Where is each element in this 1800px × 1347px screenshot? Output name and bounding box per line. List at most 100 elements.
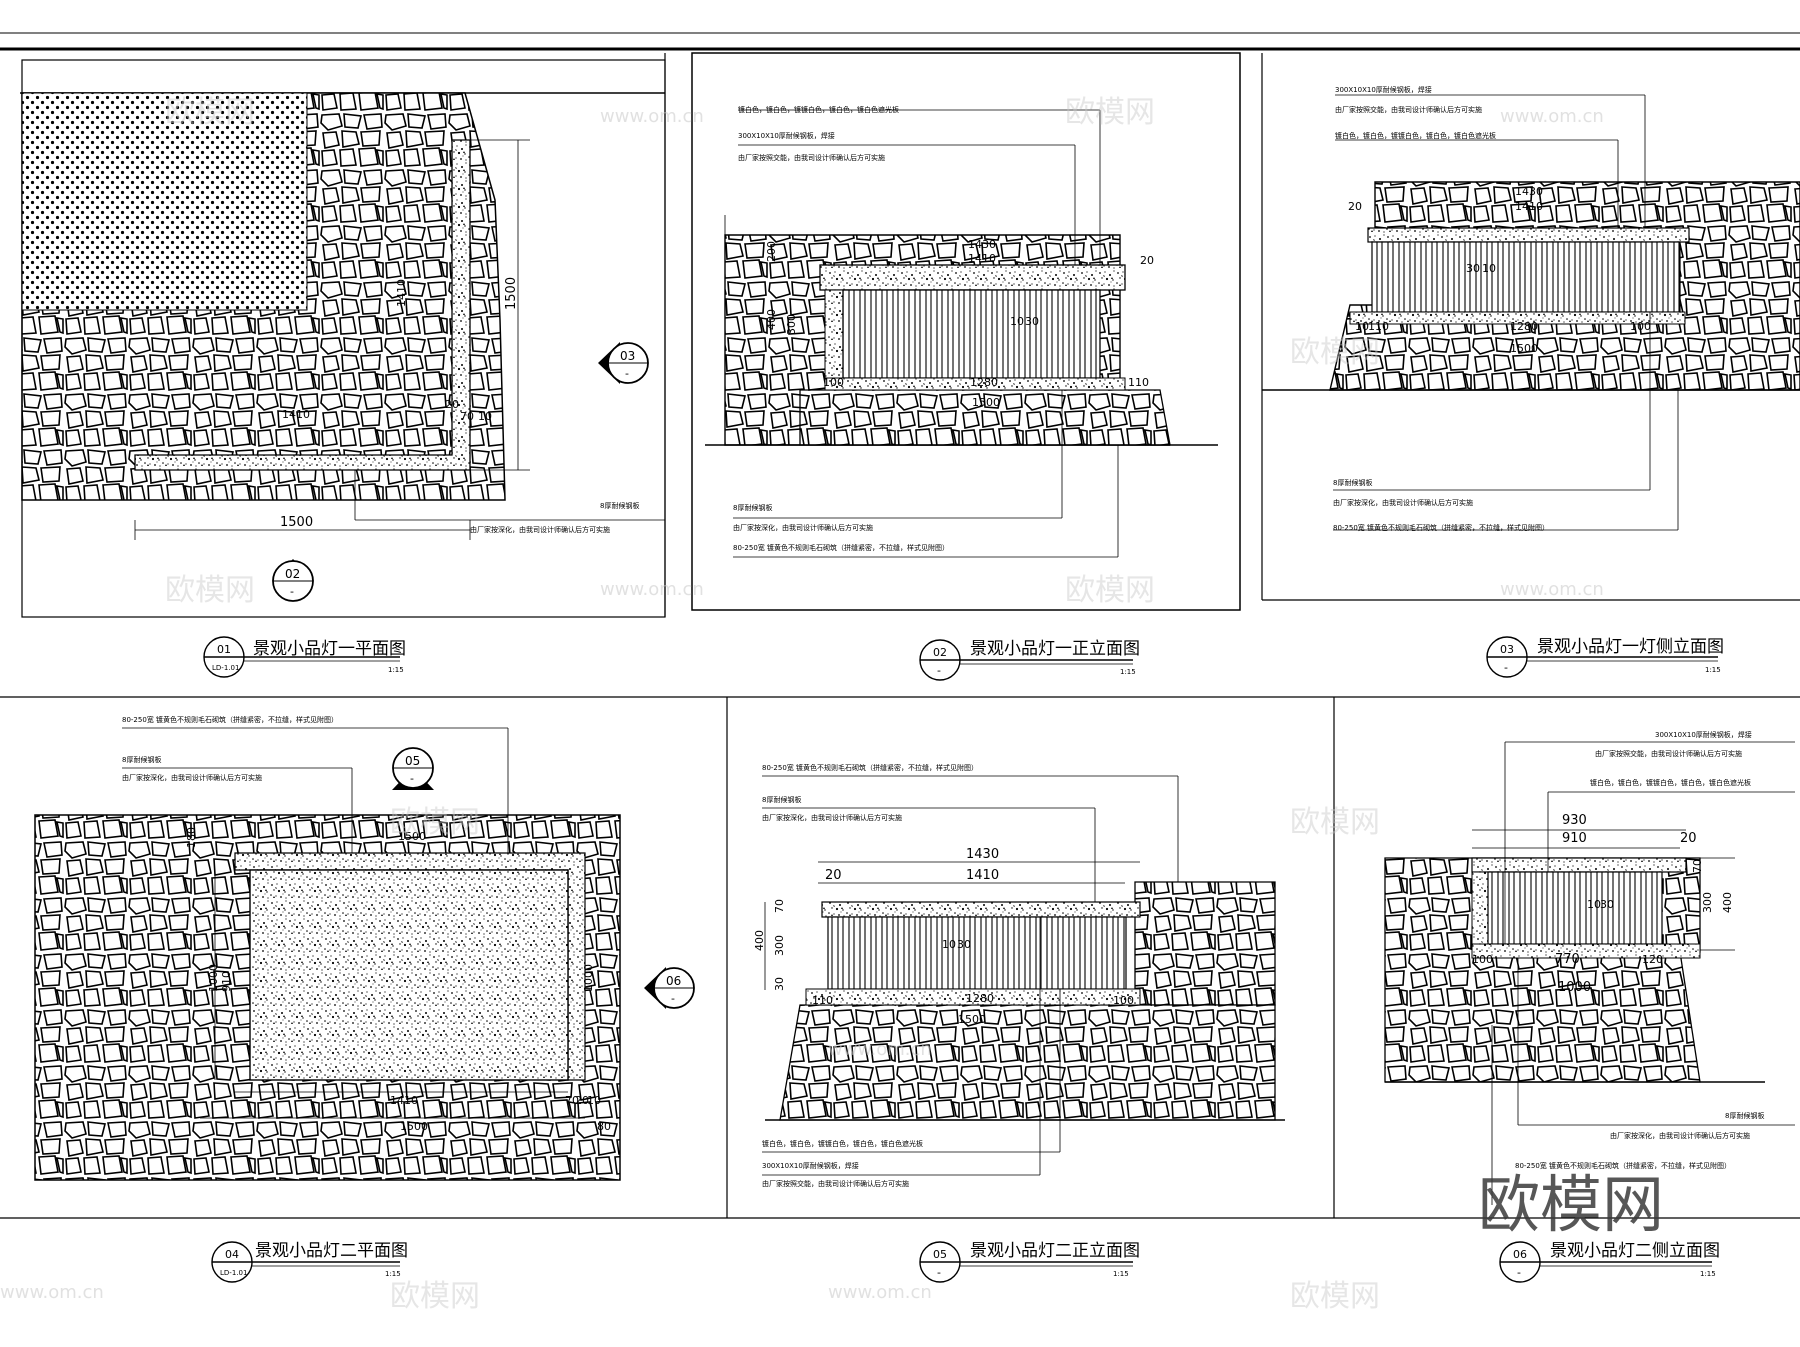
dim-p5-1410: 1410 — [966, 868, 999, 883]
dim-p2-1280: 1280 — [970, 376, 998, 389]
dim-p4-80: 80 — [597, 1120, 611, 1133]
note-p2-factory: 由厂家按深化，由我司设计师确认后方可实施 — [733, 523, 873, 532]
title-06-num: 06 — [1513, 1248, 1527, 1261]
note-p2-paint: 镀白色，镀白色，镀镀白色，镀白色，镀白色遮光板 — [738, 105, 899, 114]
dim-p5-1280: 1280 — [966, 992, 994, 1005]
marker-05-sub: - — [410, 772, 414, 785]
note-p2-steel300: 300X10X10厚耐候钢板，焊接 — [738, 131, 835, 140]
dim-p4-1500b: 1500 — [400, 1120, 428, 1133]
watermark-url-6: www.om.cn — [828, 1282, 932, 1303]
watermark-4: 欧模网 — [165, 573, 255, 608]
dim-p5-10: 10 — [942, 938, 956, 951]
title-04-num: 04 — [225, 1248, 239, 1261]
title-02-scale: 1:15 — [1120, 668, 1136, 676]
dim-p3-100: 100 — [1630, 320, 1651, 333]
dim-p3-1410: 1410 — [1515, 200, 1543, 213]
dim-p5-1430: 1430 — [966, 847, 999, 862]
title-06-text: 景观小品灯二侧立面图 — [1550, 1241, 1720, 1261]
dim-p3-1500: 1500 — [1510, 342, 1538, 355]
dim-p5-1500: 1500 — [958, 1013, 986, 1026]
section-marker-05: 05 - — [392, 747, 434, 790]
dim-p4-1000r: 1000 — [582, 964, 595, 992]
note-p5-stone: 80-250宽 镀黄色不规则毛石砌筑（拼缝紧密，不拉缝，样式见附图） — [762, 763, 978, 772]
note-p6-factory: 由厂家按深化，由我司设计师确认后方可实施 — [1610, 1131, 1750, 1140]
note-p1-factory: 由厂家按深化，由我司设计师确认后方可实施 — [470, 525, 610, 534]
note-p4-steel8: 8厚耐候钢板 — [122, 755, 161, 764]
watermark-9: 欧模网 — [1290, 1279, 1380, 1314]
note-p2-steel8: 8厚耐候钢板 — [733, 503, 772, 512]
dim-p6-1000: 1000 — [1558, 980, 1591, 995]
dim-p2-400: 400 — [765, 309, 778, 330]
title-02-sheet: - — [937, 664, 941, 677]
panel-05-elevation: 1430 1410 20 1280 1500 100 110 10 30 400… — [753, 763, 1285, 1188]
marker-02-num: 02 — [285, 567, 300, 581]
dim-p5-100: 100 — [1113, 994, 1134, 1007]
dim-p2-1430: 1430 — [968, 238, 996, 251]
dim-p4-70: 70 — [565, 1094, 579, 1107]
note-p3-stone: 80-250宽 镀黄色不规则毛石砌筑（拼缝紧密，不拉缝，样式见附图） — [1333, 523, 1549, 532]
note-p6-stone: 80-250宽 镀黄色不规则毛石砌筑（拼缝紧密，不拉缝，样式见附图） — [1515, 1161, 1731, 1170]
title-block-01: 01 LD-1.01 景观小品灯一平面图 1:15 — [203, 636, 406, 678]
dim-p5-300: 300 — [773, 935, 786, 956]
dim-p3-30: 30 — [1466, 262, 1480, 275]
dim-p2-1410: 1410 — [968, 252, 996, 265]
marker-03-num: 03 — [620, 349, 635, 363]
watermark-url-2: www.om.cn — [1500, 106, 1604, 127]
dim-p3-10: 10 — [1355, 320, 1369, 333]
note-p3-paint: 镀白色，镀白色，镀镀白色，镀白色，镀白色遮光板 — [1335, 131, 1496, 140]
dim-p4-1410: 1410 — [390, 1094, 418, 1107]
watermark-1: 欧模网 — [165, 95, 255, 130]
title-06-scale: 1:15 — [1700, 1270, 1716, 1278]
dim-p5-400: 400 — [753, 930, 766, 951]
dim-p4-10: 10 — [587, 1094, 601, 1107]
title-05-scale: 1:15 — [1113, 1270, 1129, 1278]
title-05-sheet: - — [937, 1266, 941, 1279]
title-05-text: 景观小品灯二正立面图 — [970, 1241, 1140, 1261]
dim-p6-20: 20 — [1680, 831, 1697, 846]
dim-p3-1280: 1280 — [1510, 320, 1538, 333]
note-p3-factory2: 由厂家按照交能，由我司设计师确认后方可实施 — [1335, 105, 1482, 114]
dim-p1-1500h: 1500 — [280, 515, 313, 530]
dim-p2-10a: 10 — [1010, 315, 1024, 328]
dim-p3-110: 110 — [1368, 320, 1389, 333]
dim-p4-910: 910 — [220, 971, 233, 992]
note-p6-factory2: 由厂家按照交能，由我司设计师确认后方可实施 — [1595, 749, 1742, 758]
dim-p2-110: 110 — [1128, 376, 1149, 389]
dim-p3-20: 20 — [1348, 200, 1362, 213]
title-06-sheet: - — [1517, 1266, 1521, 1279]
title-block-02: 02 - 景观小品灯一正立面图 1:15 — [919, 639, 1140, 681]
marker-05-num: 05 — [405, 754, 420, 768]
title-01-scale: 1:15 — [388, 666, 404, 674]
dim-p4-180: 180 — [185, 827, 198, 848]
dim-p1-1500v: 1500 — [504, 277, 519, 310]
title-05-num: 05 — [933, 1248, 947, 1261]
dim-p1-70: 70 — [460, 410, 474, 423]
title-block-03: 03 - 景观小品灯一灯侧立面图 1:15 — [1486, 636, 1724, 678]
note-p3-steel300: 300X10X10厚耐候钢板，焊接 — [1335, 85, 1432, 94]
dim-p6-400: 400 — [1721, 892, 1734, 913]
watermarks: 欧模网 www.om.cn 欧模网 www.om.cn 欧模网 欧模网 www.… — [0, 95, 1664, 1314]
dim-p2-30: 30 — [1025, 315, 1039, 328]
dim-p3-1430: 1430 — [1515, 185, 1543, 198]
note-p5-steel300: 300X10X10厚耐候钢板，焊接 — [762, 1161, 859, 1170]
note-p5-factory: 由厂家按深化，由我司设计师确认后方可实施 — [762, 813, 902, 822]
watermark-7: 欧模网 — [1290, 805, 1380, 840]
dim-p4-20: 20 — [575, 1094, 589, 1107]
title-03-scale: 1:15 — [1705, 666, 1721, 674]
note-p5-factory2: 由厂家按照交能，由我司设计师确认后方可实施 — [762, 1179, 909, 1188]
dim-p1-1410v: 1410 — [395, 279, 408, 307]
title-02-text: 景观小品灯一正立面图 — [970, 639, 1140, 659]
dim-p2-200: 200 — [765, 241, 778, 262]
dim-p1-20: 20 — [445, 398, 459, 411]
title-03-text: 景观小品灯一灯侧立面图 — [1537, 637, 1724, 657]
note-p3-factory: 由厂家按深化，由我司设计师确认后方可实施 — [1333, 498, 1473, 507]
marker-06-num: 06 — [666, 974, 681, 988]
note-p6-steel300: 300X10X10厚耐候钢板，焊接 — [1655, 730, 1752, 739]
title-03-sheet: - — [1504, 661, 1508, 674]
dim-p6-30: 30 — [1600, 898, 1614, 911]
dim-p6-120: 120 — [1642, 953, 1663, 966]
dim-p5-70: 70 — [773, 899, 786, 913]
watermark-3: 欧模网 — [1290, 335, 1380, 370]
section-marker-02: 02 - — [272, 559, 314, 602]
